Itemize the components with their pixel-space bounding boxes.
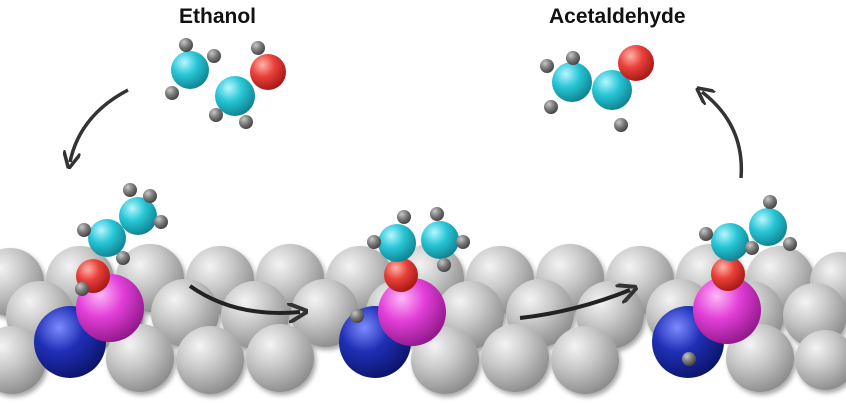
hydrogen-atom (783, 237, 797, 251)
magenta-dopant-atom (378, 278, 446, 346)
site-1-adsorbed-ethoxy (34, 183, 168, 378)
hydrogen-atom (437, 258, 451, 272)
step-1-arrow (188, 284, 300, 313)
hydrogen-atom (763, 195, 777, 209)
surface-row-front (0, 324, 846, 394)
hydrogen-atom (251, 41, 265, 55)
carbon-atom (552, 62, 592, 102)
site-2-dissociated (339, 207, 470, 378)
carbon-atom (215, 76, 255, 116)
hydrogen-atom (77, 223, 91, 237)
hydrogen-atom (165, 86, 179, 100)
carbon-atom (749, 208, 787, 246)
hydrogen-atom (116, 251, 130, 265)
magenta-dopant-atom (693, 276, 761, 344)
hydrogen-atom (179, 38, 193, 52)
hydrogen-atom (745, 241, 759, 255)
hydrogen-atom (430, 207, 444, 221)
hydrogen-atom (614, 118, 628, 132)
oxygen-atom (711, 257, 745, 291)
acetaldehyde-molecule (540, 45, 654, 132)
hydrogen-atom (682, 352, 696, 366)
hydrogen-atom (154, 215, 168, 229)
site-3-acetaldehyde-adsorbed (652, 195, 797, 378)
hydrogen-atom (699, 227, 713, 241)
hydrogen-atom (143, 189, 157, 203)
hydrogen-atom (350, 309, 364, 323)
oxygen-atom (250, 54, 286, 90)
carbon-atom (711, 223, 749, 261)
hydrogen-atom (367, 235, 381, 249)
ethanol-molecule (165, 38, 286, 129)
hydrogen-atom (566, 51, 580, 65)
oxygen-atom (618, 45, 654, 81)
hydrogen-atom (540, 59, 554, 73)
hydrogen-atom (75, 282, 89, 296)
hydrogen-atom (239, 115, 253, 129)
carbon-atom (171, 51, 209, 89)
oxygen-atom (384, 258, 418, 292)
step-2-arrow (519, 290, 630, 320)
carbon-atom (119, 197, 157, 235)
desorption-arrow (702, 92, 744, 179)
hydrogen-atom (456, 235, 470, 249)
hydrogen-atom (397, 210, 411, 224)
carbon-atom (378, 224, 416, 262)
hydrogen-atom (207, 49, 221, 63)
adsorption-arrow (70, 88, 129, 162)
hydrogen-atom (209, 108, 223, 122)
ethanol-label: Ethanol (179, 5, 256, 28)
acetaldehyde-label: Acetaldehyde (549, 5, 686, 28)
hydrogen-atom (123, 183, 137, 197)
hydrogen-atom (544, 100, 558, 114)
carbon-atom (88, 219, 126, 257)
carbon-atom (592, 70, 632, 110)
carbon-atom (421, 221, 459, 259)
